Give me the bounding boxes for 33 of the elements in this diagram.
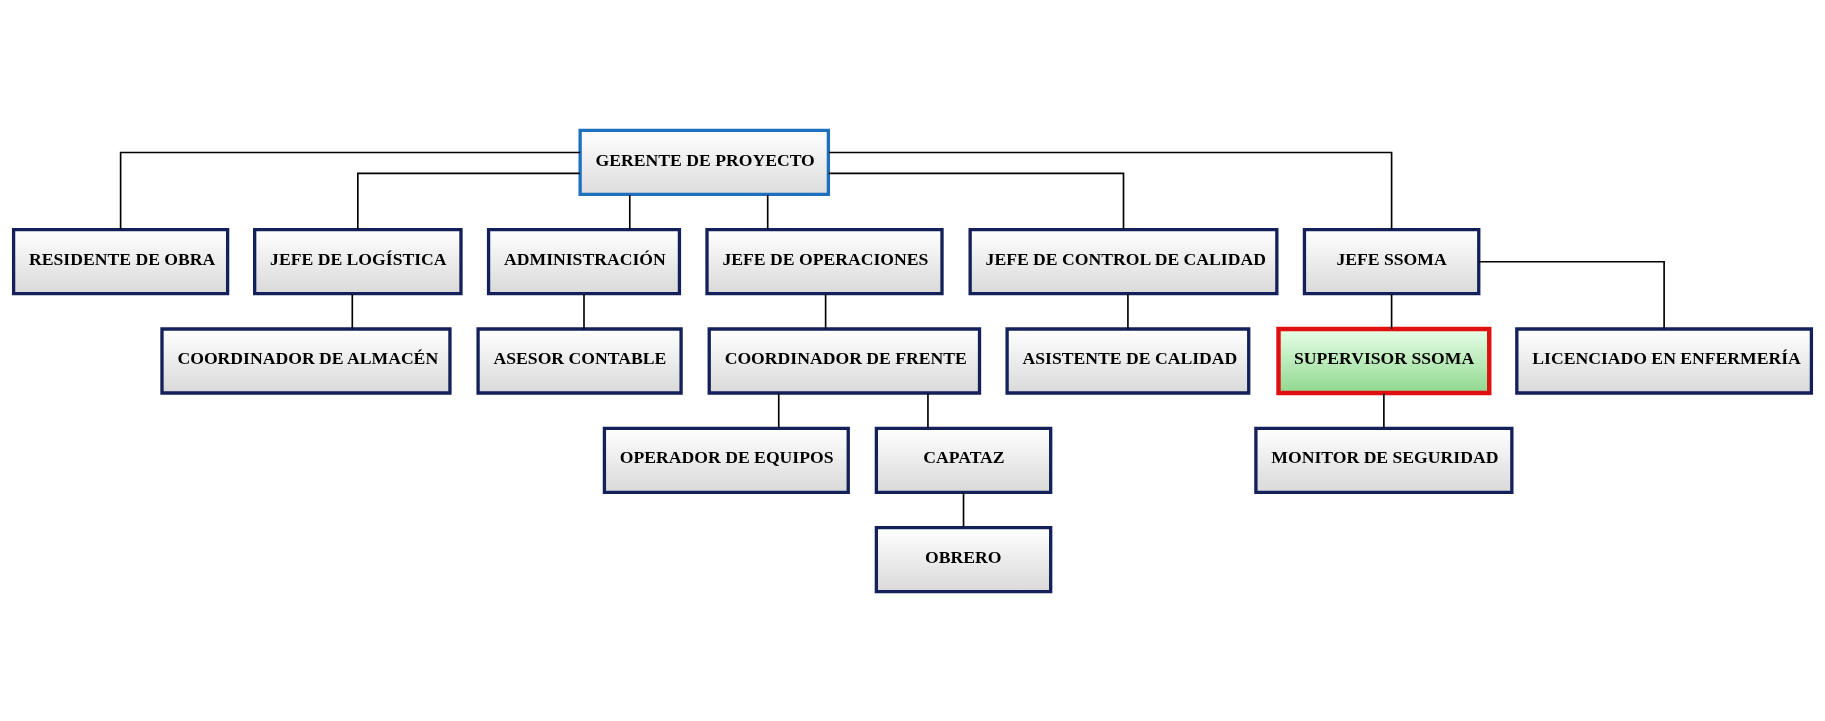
connector — [824, 292, 827, 330]
connector — [1127, 292, 1129, 330]
node-box: JEFE DE OPERACIONES — [705, 227, 944, 295]
node-box: ASESOR CONTABLE — [476, 326, 683, 395]
node-box: COORDINADOR DE FRENTE — [707, 326, 982, 395]
node-box: OPERADOR DE EQUIPOS — [602, 426, 850, 494]
node-box: GERENTE DE PROYECTO — [578, 128, 831, 196]
connector — [351, 292, 354, 330]
connector — [962, 491, 965, 528]
connector — [628, 193, 631, 230]
connector — [766, 193, 769, 230]
connector — [927, 392, 929, 429]
node-box: JEFE SSOMA — [1302, 227, 1481, 295]
node-box: JEFE DE CONTROL DE CALIDAD — [968, 227, 1279, 295]
connector — [1383, 392, 1385, 429]
connector — [357, 172, 581, 230]
connector — [827, 151, 1393, 230]
node-box: OBRERO — [874, 525, 1053, 593]
node-box: RESIDENTE DE OBRA — [11, 227, 230, 295]
node-box: ASISTENTE DE CALIDAD — [1005, 326, 1251, 395]
node-box: JEFE DE LOGÍSTICA — [253, 227, 463, 295]
connector — [1478, 260, 1665, 329]
node-box: SUPERVISOR SSOMA — [1276, 326, 1492, 395]
node-box: ADMINISTRACIÓN — [486, 227, 682, 295]
node-box: CAPATAZ — [874, 426, 1053, 494]
node-box: MONITOR DE SEGURIDAD — [1254, 426, 1514, 494]
connector — [777, 392, 780, 429]
connector — [119, 151, 581, 230]
connector — [1390, 292, 1393, 330]
connector — [827, 172, 1125, 230]
node-box: LICENCIADO EN ENFERMERÍA — [1515, 326, 1814, 395]
connector — [583, 292, 585, 330]
node-box: COORDINADOR DE ALMACÉN — [160, 326, 452, 395]
